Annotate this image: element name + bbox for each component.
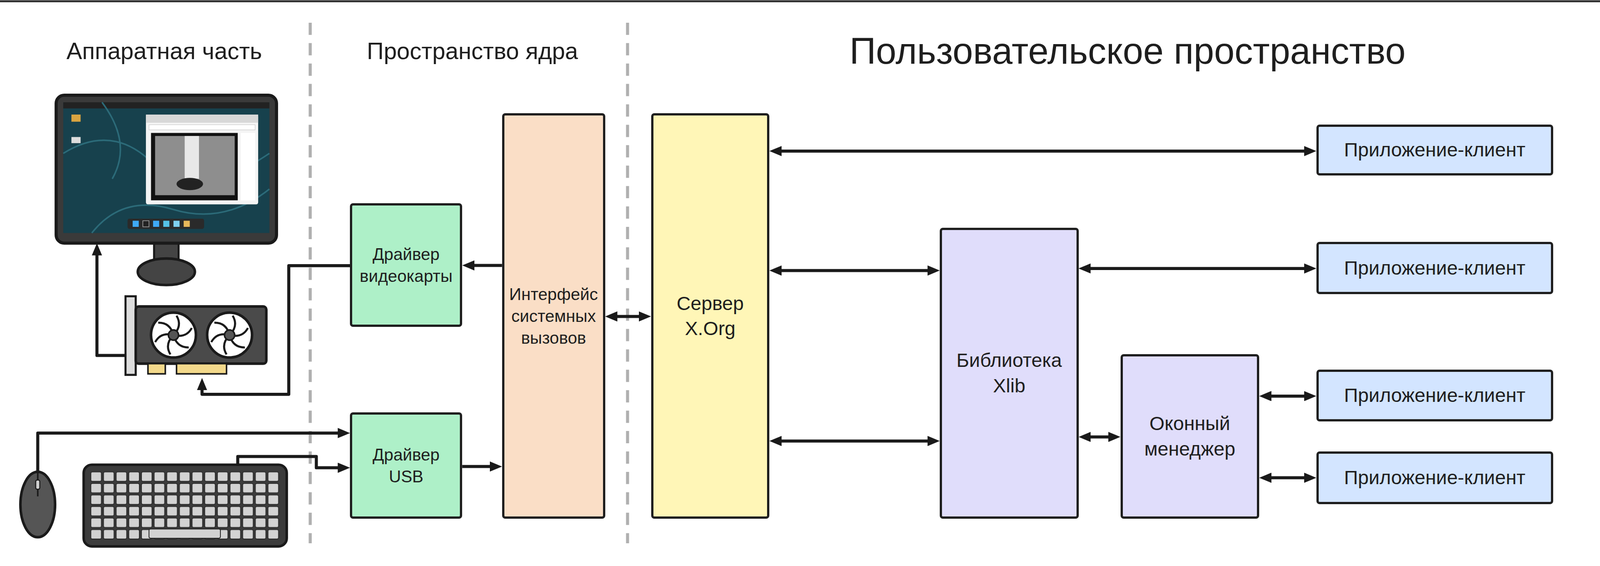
- card-fan: [207, 312, 253, 358]
- card-board: [135, 306, 267, 364]
- keyboard-spacebar: [149, 528, 221, 539]
- keyboard-icon: [83, 464, 287, 547]
- monitor-icon: [56, 94, 277, 285]
- browser-urlbar: [149, 124, 256, 130]
- node-text: Приложение-клиент: [1344, 255, 1526, 281]
- browser-window: [145, 114, 259, 205]
- node-text: Сервер X.Org: [663, 290, 758, 342]
- monitor-screen: [63, 102, 270, 233]
- connector-arrow: [1086, 435, 1112, 439]
- graphics-card-icon: [125, 296, 267, 375]
- card-fan: [154, 315, 194, 354]
- server-box: Сервер X.Org: [651, 113, 770, 519]
- zone-heading: Аппаратная часть: [66, 37, 262, 65]
- connector-arrow: [777, 439, 932, 443]
- zone-heading: Пользовательское пространство: [849, 29, 1406, 73]
- taskbar-icon: [142, 220, 149, 227]
- connector-arrow: [777, 149, 1309, 153]
- client-box: Приложение-клиент: [1316, 124, 1554, 176]
- monitor-base: [137, 258, 195, 285]
- card-fan: [150, 312, 196, 358]
- node-text: Интерфейс системных вызовов: [507, 283, 600, 349]
- video-figure: [184, 135, 199, 179]
- library-box: Библиотека Xlib: [939, 227, 1079, 519]
- display-wire: [96, 251, 126, 356]
- desktop-icon: [71, 114, 81, 122]
- zone-heading: Пространство ядра: [366, 37, 579, 65]
- taskbar-icon: [173, 220, 180, 227]
- mouse-icon: [20, 471, 55, 538]
- video-wire: [202, 265, 351, 394]
- card-fan: [209, 315, 250, 354]
- connector-arrow: [462, 464, 494, 469]
- hardware-wires: [37, 251, 350, 472]
- top-rule: [0, 0, 1600, 2]
- video-figure: [176, 177, 203, 190]
- card-bracket: [125, 296, 136, 375]
- connector-arrow: [1086, 266, 1308, 270]
- node-text: Драйвер видеокарты: [356, 243, 456, 287]
- connector-arrow: [1267, 476, 1309, 480]
- node-text: Оконный менеджер: [1131, 410, 1249, 462]
- screen-topbar: [63, 102, 270, 109]
- keyboard-keys: [89, 470, 281, 540]
- mouse-body: [20, 471, 55, 538]
- taskbar: [127, 218, 205, 229]
- node-text: Драйвер USB: [363, 443, 449, 488]
- monitor-bezel: [56, 94, 277, 244]
- client-box: Приложение-клиент: [1316, 451, 1554, 505]
- connector-arrow: [613, 314, 643, 319]
- browser-sidebar: [240, 132, 255, 200]
- driver-box: Драйвер видеокарты: [349, 203, 463, 327]
- node-text: Библиотека Xlib: [950, 347, 1068, 399]
- client-box: Приложение-клиент: [1316, 241, 1554, 295]
- browser-tabbar: [145, 114, 259, 123]
- zone-divider: [308, 22, 312, 544]
- keyboard-wire: [237, 456, 342, 468]
- desktop-icon: [71, 136, 81, 143]
- connector-arrow: [470, 263, 503, 267]
- node-text: Приложение-клиент: [1344, 137, 1526, 163]
- syscall-box: Интерфейс системных вызовов: [502, 113, 606, 519]
- connector-arrow: [777, 269, 932, 273]
- video-picture: [154, 135, 235, 195]
- taskbar-icon: [183, 220, 190, 227]
- wallpaper-line: [102, 102, 121, 179]
- taskbar-icon: [163, 220, 170, 227]
- taskbar-icon: [153, 220, 160, 227]
- keyboard-body: [83, 464, 287, 547]
- connector-arrow: [1267, 394, 1309, 398]
- client-box: Приложение-клиент: [1316, 369, 1554, 422]
- mouse-wheel: [35, 479, 40, 489]
- card-contacts: [148, 363, 166, 374]
- node-text: Приложение-клиент: [1344, 382, 1526, 408]
- card-contacts: [176, 363, 227, 374]
- manager-box: Оконный менеджер: [1120, 353, 1260, 519]
- taskbar-icon: [132, 220, 139, 227]
- mouse-wire: [37, 433, 342, 472]
- zone-divider: [626, 22, 630, 544]
- node-text: Приложение-клиент: [1344, 464, 1526, 490]
- driver-box: Драйвер USB: [349, 412, 463, 519]
- video-frame: [150, 132, 238, 200]
